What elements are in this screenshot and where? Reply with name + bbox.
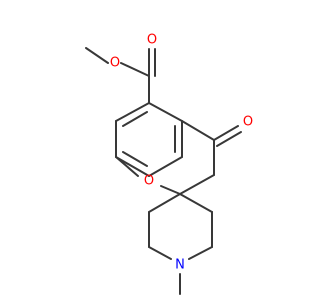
piperidine-nitrogen-label: N	[175, 258, 185, 273]
bond-arene-3	[115, 156, 150, 177]
bond-arene-6	[148, 102, 183, 122]
bond-pip-6	[179, 193, 213, 213]
bond-oxygen-arene	[115, 156, 139, 177]
molecule-canvas: O O O O N	[85, 32, 254, 295]
bond-methylene-spiro	[179, 174, 215, 195]
bond-pip-4	[188, 246, 213, 260]
bond-ring-ketone-carbon	[181, 120, 215, 141]
ring-oxygen-label: O	[144, 174, 154, 189]
bond-arene-inner-1	[122, 111, 148, 127]
bond-pip-1	[148, 193, 181, 213]
molecule-diagram: O O O O N	[85, 33, 253, 295]
bond-arene-4	[148, 156, 183, 177]
bond-oxygen-carbonyl	[120, 62, 150, 77]
ketone-oxygen-label: O	[243, 115, 253, 130]
bond-arene-1	[115, 102, 150, 122]
bond-spiro-oxygen	[160, 185, 181, 195]
bond-arene-inner-2	[122, 151, 148, 167]
ester-oxygen-label: O	[110, 56, 120, 71]
bond-ketone-double-b	[216, 131, 242, 147]
bond-ketone-double-a	[213, 125, 239, 141]
bond-methyl-oxygen	[85, 47, 109, 64]
ester-carbonyl-oxygen-label: O	[147, 33, 157, 48]
bond-pip-3	[148, 246, 172, 260]
